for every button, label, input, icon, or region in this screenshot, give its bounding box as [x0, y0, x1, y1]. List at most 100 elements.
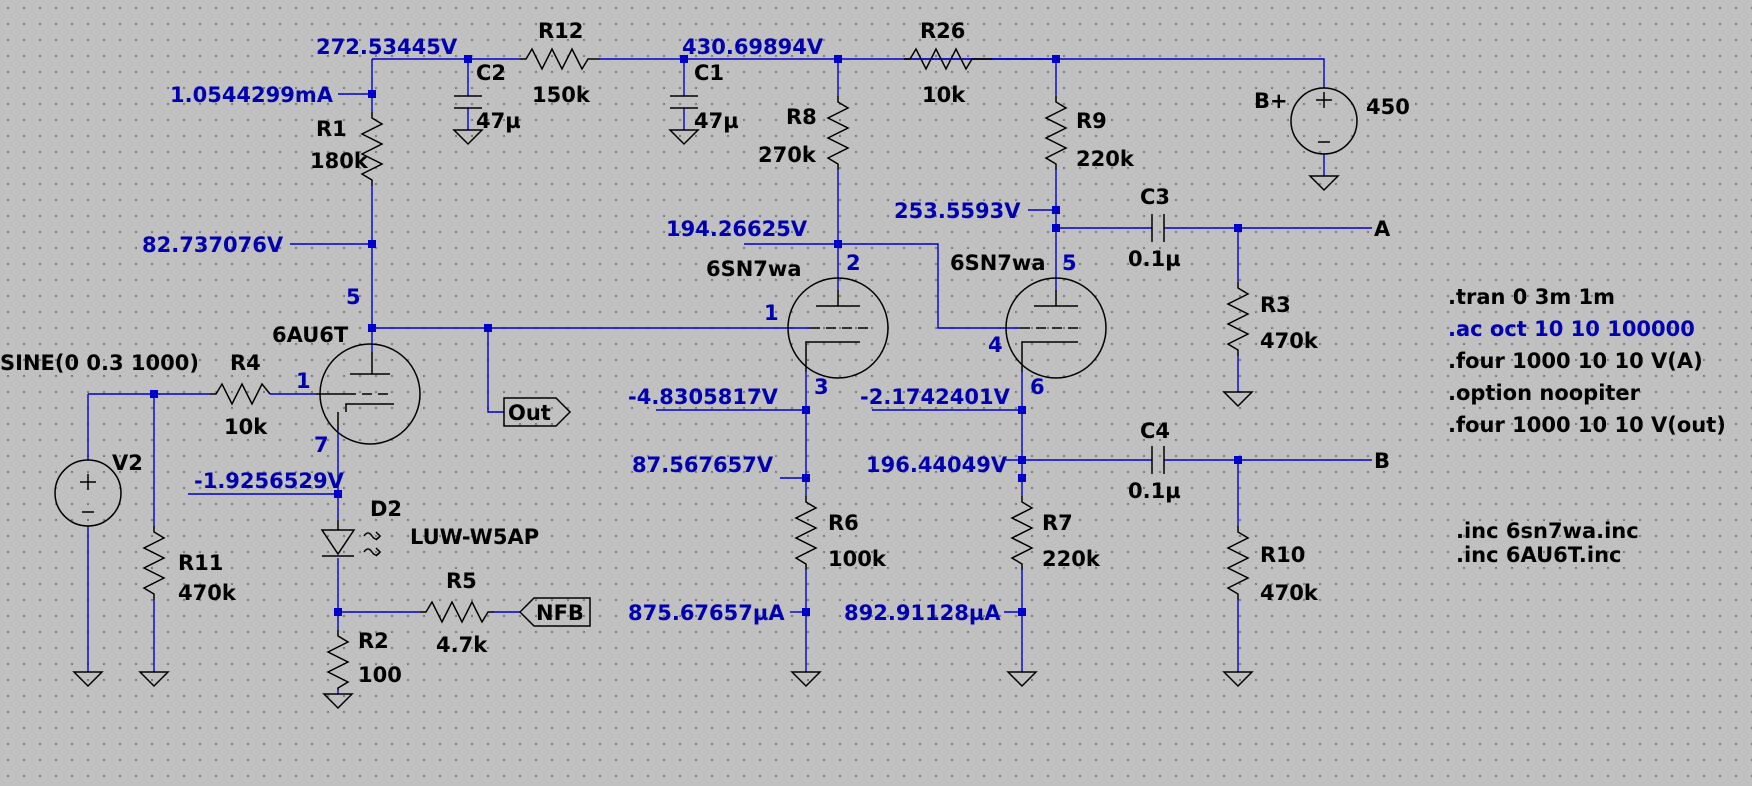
junction-dot [834, 240, 842, 248]
spice-directive: .inc 6sn7wa.inc [1456, 519, 1639, 543]
resistor-r8 [826, 96, 850, 170]
component-value: 470k [178, 581, 237, 605]
voltage-source-bplus-icon [1290, 87, 1358, 155]
component-name: R8 [786, 105, 817, 129]
spice-directive: .four 1000 10 10 V(out) [1448, 413, 1726, 437]
resistor-r7 [1010, 496, 1034, 570]
component-value: 100k [828, 547, 887, 571]
spice-directive: .option noopiter [1448, 381, 1641, 405]
tube-model: 6SN7wa [950, 251, 1046, 275]
component-value: 4.7k [436, 633, 488, 657]
ground-icon [1308, 175, 1340, 192]
resistor-r10 [1226, 526, 1250, 600]
junction-dot [1052, 206, 1060, 214]
resistor-r4 [210, 382, 271, 406]
wire [487, 328, 504, 413]
resistor-r5 [420, 600, 494, 624]
component-value: 220k [1042, 547, 1101, 571]
node-voltage-label: 430.69894V [682, 35, 824, 59]
pin-number: 1 [296, 369, 311, 393]
wire [992, 58, 1325, 88]
capacitors [454, 95, 1165, 474]
tubes [316, 277, 1107, 445]
ground-icon [1006, 671, 1038, 688]
junction-dot [1018, 406, 1026, 414]
spice-directive: .ac oct 10 10 100000 [1448, 317, 1695, 341]
resistor-r1 [360, 112, 384, 186]
junction-dot [1052, 224, 1060, 232]
voltage-source-v2-icon [54, 459, 122, 527]
net-flags [503, 397, 591, 627]
component-value: 450 [1366, 95, 1410, 119]
node-voltage-label: 82.737076V [142, 233, 284, 257]
component-name: R10 [1260, 543, 1305, 567]
junction-dot [368, 90, 376, 98]
component-name: R1 [316, 117, 347, 141]
node-voltage-label: 87.567657V [632, 453, 774, 477]
tube-u3-icon [1005, 277, 1107, 379]
pin-number: 7 [314, 433, 329, 457]
ground-icon [138, 671, 170, 688]
net-label-b: B [1374, 449, 1390, 473]
component-value: LUW-W5AP [410, 525, 539, 549]
component-name: R3 [1260, 293, 1291, 317]
junction-dot [368, 240, 376, 248]
junction-dot [802, 406, 810, 414]
node-current-label: 892.91128µA [844, 601, 1001, 625]
component-name: R4 [230, 351, 261, 375]
component-name: R12 [538, 19, 583, 43]
component-value: 470k [1260, 581, 1319, 605]
junction-dot [464, 55, 472, 63]
node-voltage-label: -2.1742401V [860, 385, 1011, 409]
net-label-a: A [1374, 217, 1391, 241]
ground-icon [790, 671, 822, 688]
component-value: 0.1µ [1128, 247, 1181, 271]
component-value: 180k [310, 149, 369, 173]
spice-directive: .inc 6AU6T.inc [1456, 543, 1621, 567]
junction-dot [334, 490, 342, 498]
junction-dot [1234, 456, 1242, 464]
diode-d2-icon [320, 520, 382, 557]
spice-directive: .tran 0 3m 1m [1448, 285, 1615, 309]
component-value: 47µ [476, 109, 521, 133]
component-name: R2 [358, 629, 389, 653]
component-value: 10k [922, 83, 966, 107]
node-current-label: 1.0544299mA [170, 83, 334, 107]
pin-number: 1 [764, 301, 779, 325]
resistor-r26 [904, 47, 992, 71]
junctions [150, 55, 1242, 616]
net-flag-out [503, 397, 572, 427]
ground-icon [1222, 391, 1254, 408]
ground-icon [322, 693, 354, 710]
junction-dot [1018, 608, 1026, 616]
component-value: 100 [358, 663, 402, 687]
junction-dot [1018, 474, 1026, 482]
net-label-out: Out [508, 401, 551, 425]
wires [87, 58, 1372, 694]
component-value: 150k [532, 83, 591, 107]
resistor-r9 [1044, 96, 1068, 170]
junction-dot [150, 390, 158, 398]
pin-number: 6 [1030, 375, 1045, 399]
junction-dot [802, 608, 810, 616]
resistor-r11 [142, 526, 166, 600]
ground-icon [452, 129, 484, 146]
component-value: 10k [224, 415, 268, 439]
pin-number: 4 [988, 333, 1003, 357]
component-value: 270k [758, 143, 817, 167]
component-name: R9 [1076, 109, 1107, 133]
resistors [142, 47, 1250, 690]
tube-u1-icon [316, 343, 421, 445]
junction-dot [368, 324, 376, 332]
tube-u2-icon [787, 277, 889, 379]
grounds [72, 129, 1340, 710]
junction-dot [1018, 456, 1026, 464]
component-value: 470k [1260, 329, 1319, 353]
component-name: R11 [178, 551, 223, 575]
node-voltage-label: -1.9256529V [194, 469, 345, 493]
ground-icon [668, 129, 700, 146]
ground-icon [72, 671, 104, 688]
component-value: 220k [1076, 147, 1135, 171]
junction-dot [834, 55, 842, 63]
